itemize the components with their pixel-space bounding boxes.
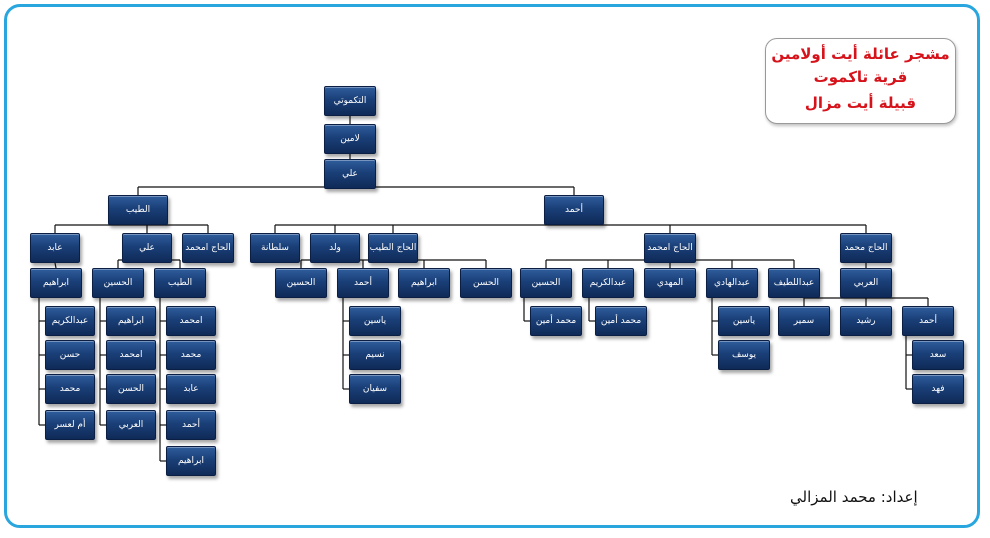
node-mhamed-c: امحمد bbox=[166, 306, 216, 336]
node-root: التكموتي bbox=[324, 86, 376, 116]
node-abdelkrim-a: عبدالكريم bbox=[45, 306, 95, 336]
node-samir-f: سمير bbox=[778, 306, 830, 336]
node-ahmed: أحمد bbox=[544, 195, 604, 225]
node-abdellatif-e: عبداللطيف bbox=[768, 268, 820, 298]
node-abed-c: عابد bbox=[166, 374, 216, 404]
node-hassan-d: الحسن bbox=[460, 268, 512, 298]
node-ibrahim-c: ابراهيم bbox=[166, 446, 216, 476]
node-lamine: لامين bbox=[324, 124, 376, 154]
node-arbi-f: العربي bbox=[840, 268, 892, 298]
node-mohamedamin-e1: محمد أمين bbox=[530, 306, 582, 336]
node-abdelkrim-e: عبدالكريم bbox=[582, 268, 634, 298]
node-omlaasar: أم لعسر bbox=[45, 410, 95, 440]
node-mohamed-c: محمد bbox=[166, 340, 216, 370]
node-ibrahim-b: ابراهيم bbox=[106, 306, 156, 336]
node-mhamed-b: امحمد bbox=[106, 340, 156, 370]
node-sultana: سلطانة bbox=[250, 233, 300, 263]
title-line-2: قرية تاكموت bbox=[813, 68, 908, 86]
node-rachid-f: رشيد bbox=[840, 306, 892, 336]
node-ahmed-d: أحمد bbox=[337, 268, 389, 298]
node-yassine-d: ياسين bbox=[349, 306, 401, 336]
node-saad-f: سعد bbox=[912, 340, 964, 370]
node-mehdi-e: المهدي bbox=[644, 268, 696, 298]
node-abed: عابد bbox=[30, 233, 80, 263]
node-hassan-b: الحسن bbox=[106, 374, 156, 404]
title-box: مشجر عائلة أيت أولامين قرية تاكموت قبيلة… bbox=[765, 38, 956, 124]
node-ibrahim-d: ابراهيم bbox=[398, 268, 450, 298]
node-hajtayeb: الحاج الطيب bbox=[368, 233, 418, 263]
credit-text: إعداد: محمد المزالي bbox=[790, 488, 918, 506]
node-walad: ولد bbox=[310, 233, 360, 263]
node-ali2: علي bbox=[122, 233, 172, 263]
title-line-1: مشجر عائلة أيت أولامين bbox=[771, 45, 950, 63]
connector-line bbox=[54, 262, 57, 269]
node-hussein-a: الحسين bbox=[92, 268, 144, 298]
node-fahd-f: فهد bbox=[912, 374, 964, 404]
node-yassine-e: ياسين bbox=[718, 306, 770, 336]
node-tayeb: الطيب bbox=[108, 195, 168, 225]
node-hassan-a: حسن bbox=[45, 340, 95, 370]
node-youssef-e: يوسف bbox=[718, 340, 770, 370]
node-ibrahim-a: ابراهيم bbox=[30, 268, 82, 298]
node-mohamedamin-e2: محمد أمين bbox=[595, 306, 647, 336]
node-mohamed-a: محمد bbox=[45, 374, 95, 404]
node-arbi-b: العربي bbox=[106, 410, 156, 440]
title-line-3: قبيلة أيت مزال bbox=[804, 94, 917, 112]
node-hajmohamed: الحاج محمد bbox=[840, 233, 892, 263]
node-ahmed-c: أحمد bbox=[166, 410, 216, 440]
node-abdelhadi-e: عبدالهادي bbox=[706, 268, 758, 298]
node-nassim-d: نسيم bbox=[349, 340, 401, 370]
node-hussein-d: الحسين bbox=[275, 268, 327, 298]
node-hajimhamed: الحاج امحمد bbox=[182, 233, 234, 263]
node-sofiane-d: سفيان bbox=[349, 374, 401, 404]
node-tayeb2: الطيب bbox=[154, 268, 206, 298]
node-hajmhamed2: الحاج امحمد bbox=[644, 233, 696, 263]
node-ahmed-f: أحمد bbox=[902, 306, 954, 336]
node-hussein-e: الحسين bbox=[520, 268, 572, 298]
node-ali: علي bbox=[324, 159, 376, 189]
